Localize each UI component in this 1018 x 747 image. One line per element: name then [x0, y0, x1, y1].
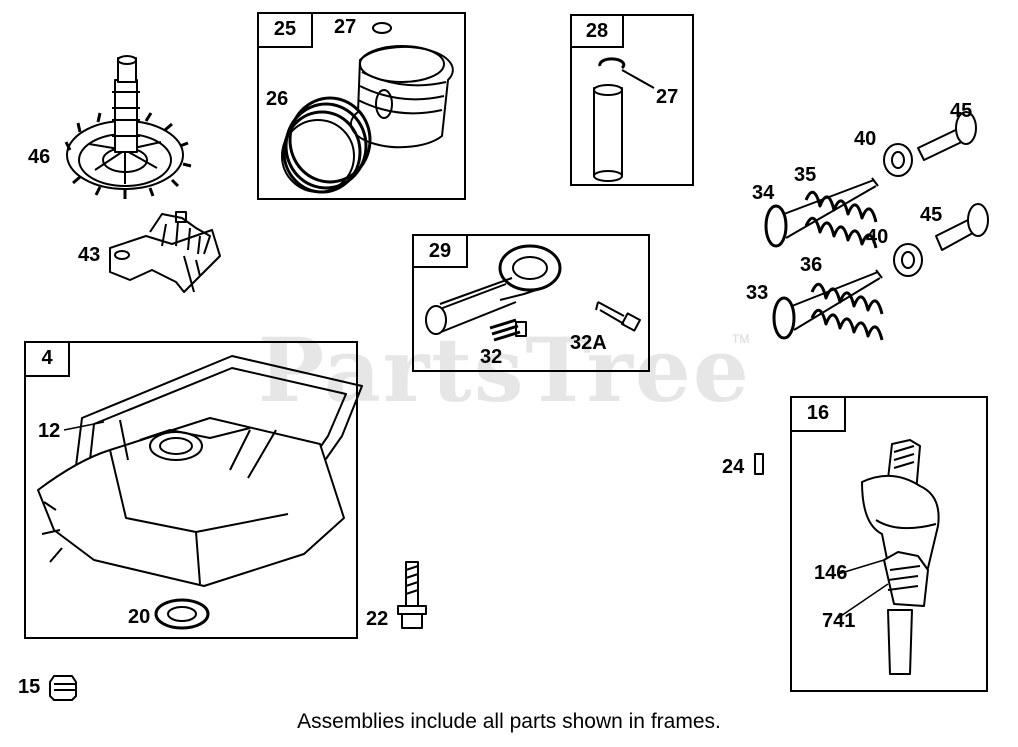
flange-bolt-drawing — [397, 561, 427, 629]
oil-seal-drawing — [154, 598, 210, 630]
frame-16: 16 — [790, 396, 988, 692]
callout-32a: 32A — [570, 332, 607, 354]
frame-25-number: 25 — [259, 14, 313, 48]
callout-22: 22 — [366, 608, 389, 630]
callout-33: 33 — [746, 282, 769, 304]
frame-25: 25 — [257, 12, 466, 200]
frame-4: 4 — [24, 341, 358, 639]
connecting-rod-drawing — [425, 244, 562, 335]
piston-rings-drawing — [281, 96, 372, 194]
leader-lines — [63, 421, 889, 619]
drain-plug-drawing — [49, 675, 77, 701]
callout-46: 46 — [28, 146, 51, 168]
rod-bolt-drawing — [489, 301, 641, 342]
spring-retainer-drawing — [883, 143, 923, 277]
valve-spring-2-drawing — [810, 282, 884, 341]
callout-24: 24 — [722, 456, 745, 478]
piston-drawing — [349, 22, 454, 149]
callout-27-pin: 27 — [656, 86, 679, 108]
governor-bracket-drawing — [109, 211, 221, 293]
frame-4-number: 4 — [26, 343, 70, 377]
callout-20: 20 — [128, 606, 151, 628]
crankcase-cover-drawing — [37, 417, 345, 587]
callout-26: 26 — [266, 88, 289, 110]
watermark-trademark: TM — [732, 332, 750, 346]
frame-29: 29 — [412, 234, 650, 372]
frame-29-number: 29 — [414, 236, 468, 268]
callout-15: 15 — [18, 676, 41, 698]
callout-32: 32 — [480, 346, 503, 368]
valve-lifter-drawing — [917, 111, 989, 251]
valve-intake-drawing — [764, 177, 879, 248]
camshaft-gear-drawing — [64, 55, 192, 199]
frame-16-number: 16 — [792, 398, 846, 432]
callout-741: 741 — [822, 610, 856, 632]
valve-spring-drawing — [804, 190, 878, 249]
frame-28: 28 — [570, 14, 694, 186]
callout-146: 146 — [814, 562, 848, 584]
frame-28-number: 28 — [572, 16, 624, 48]
callout-12: 12 — [38, 420, 61, 442]
callout-40-top: 40 — [854, 128, 877, 150]
piston-pin-drawing — [593, 57, 655, 182]
callout-45-top: 45 — [950, 100, 973, 122]
callout-45-bottom: 45 — [920, 204, 943, 226]
callout-36: 36 — [800, 254, 823, 276]
valve-exhaust-drawing — [772, 269, 883, 340]
callout-27-piston: 27 — [334, 16, 357, 38]
callout-35: 35 — [794, 164, 817, 186]
crankshaft-key-drawing — [754, 453, 764, 475]
callout-43: 43 — [78, 244, 101, 266]
crankshaft-drawing — [861, 439, 940, 675]
callout-34: 34 — [752, 182, 775, 204]
diagram-caption: Assemblies include all parts shown in fr… — [297, 710, 721, 733]
callout-40-bottom: 40 — [866, 226, 889, 248]
